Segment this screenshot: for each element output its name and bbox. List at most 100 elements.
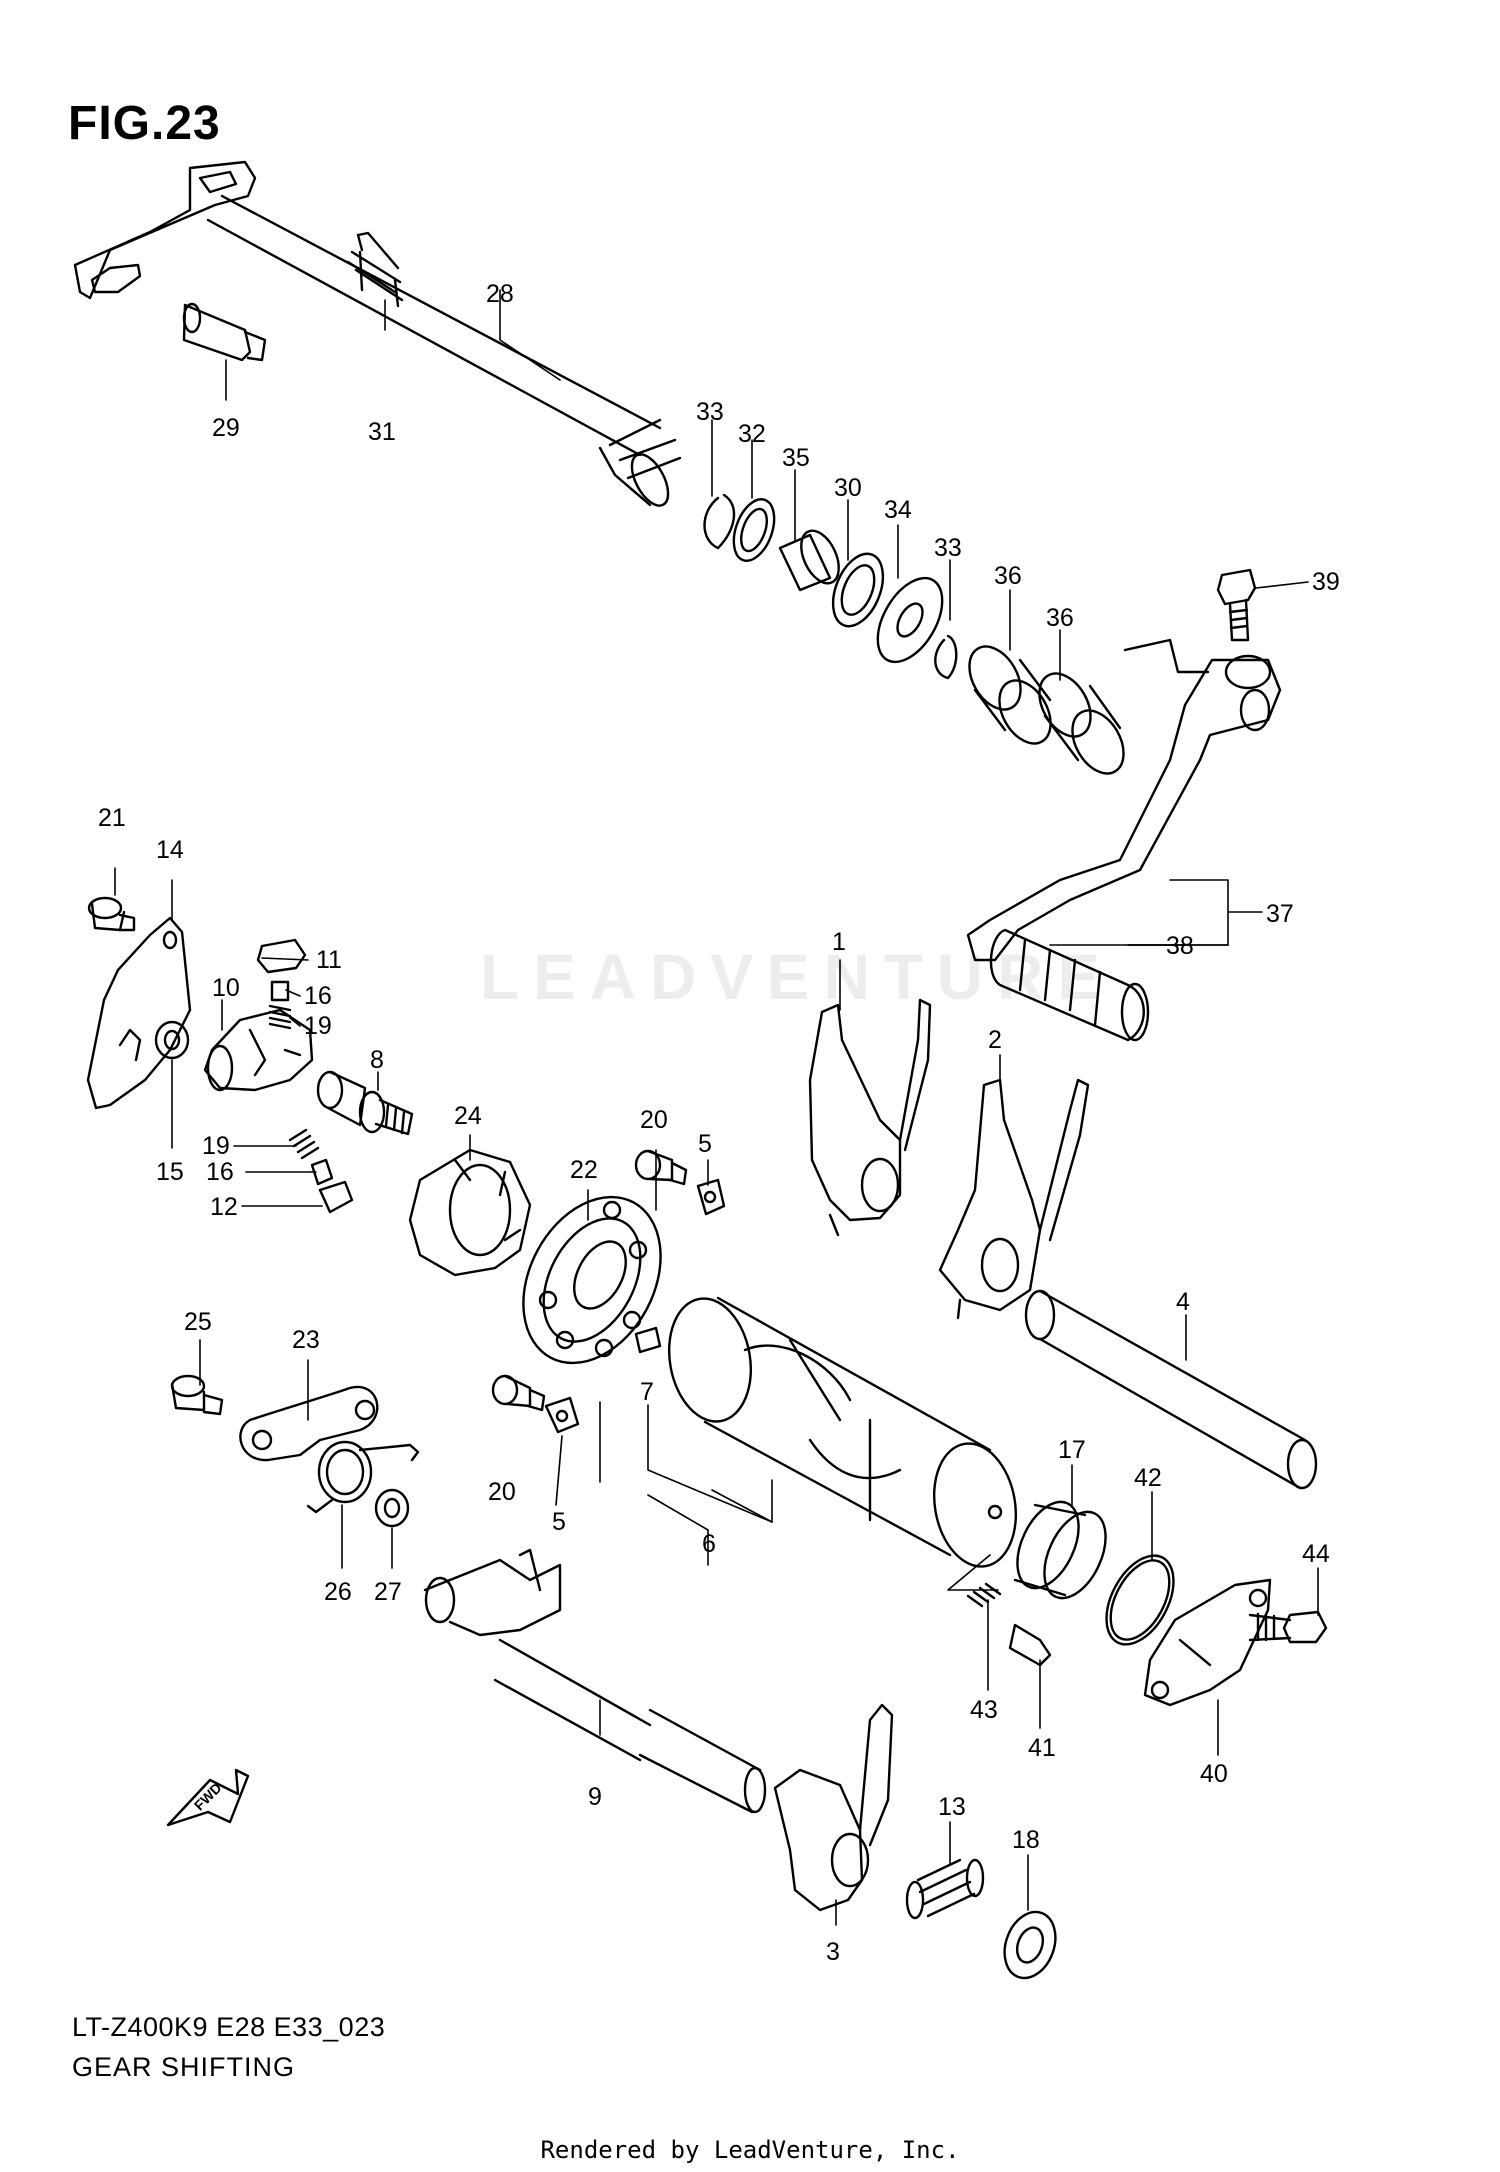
- part-pawl-11[interactable]: [256, 938, 307, 974]
- part-stopper-10[interactable]: [203, 1008, 314, 1092]
- part-washer-27[interactable]: [374, 1488, 410, 1528]
- part-spring-13[interactable]: [905, 1858, 985, 1920]
- fwd-direction-arrow: [166, 1768, 250, 1827]
- callout-31: 31: [368, 418, 396, 446]
- callout-16b: 16: [206, 1158, 234, 1186]
- part-bolt-21[interactable]: [87, 896, 136, 932]
- callout-37: 37: [1266, 900, 1294, 928]
- callout-24: 24: [454, 1102, 482, 1130]
- part-shift-shaft[interactable]: [73, 160, 682, 511]
- part-fork-shaft-4[interactable]: [1024, 1289, 1318, 1490]
- callout-18: 18: [1012, 1826, 1040, 1854]
- part-screw-20a[interactable]: [634, 1149, 688, 1186]
- part-shift-drum-6[interactable]: [660, 1292, 1025, 1573]
- callout-34: 34: [884, 496, 912, 524]
- callout-27: 27: [374, 1578, 402, 1606]
- callout-30: 30: [834, 474, 862, 502]
- part-cover-40[interactable]: [1143, 1578, 1272, 1707]
- callout-42: 42: [1134, 1464, 1162, 1492]
- figure-title: FIG.23: [68, 97, 221, 150]
- part-pawl-12[interactable]: [318, 1180, 354, 1214]
- callout-26: 26: [324, 1578, 352, 1606]
- callout-25: 25: [184, 1308, 212, 1336]
- part-bearing-17[interactable]: [1005, 1492, 1118, 1607]
- callout-38: 38: [1166, 932, 1194, 960]
- part-gear-shift-shaft-9[interactable]: [423, 1548, 767, 1814]
- part-pin-7[interactable]: [634, 1326, 662, 1354]
- callout-40: 40: [1200, 1760, 1228, 1788]
- part-bolt-44[interactable]: [1248, 1610, 1328, 1644]
- part-screw-20b[interactable]: [491, 1374, 546, 1412]
- callout-39: 39: [1312, 568, 1340, 596]
- part-washer-34[interactable]: [864, 567, 955, 673]
- model-code: LT-Z400K9 E28 E33_023: [72, 2012, 386, 2042]
- part-pin-8[interactable]: [316, 1070, 414, 1136]
- callout-36a: 36: [994, 562, 1022, 590]
- part-pin-16b[interactable]: [310, 1158, 334, 1186]
- part-lever-rubber-38[interactable]: [989, 928, 1150, 1042]
- callout-10: 10: [212, 974, 240, 1002]
- part-washer-32[interactable]: [726, 494, 782, 566]
- callout-13: 13: [938, 1793, 966, 1821]
- callout-19a: 19: [304, 1012, 332, 1040]
- part-pin-29[interactable]: [182, 302, 267, 362]
- callout-5b: 5: [552, 1508, 566, 1536]
- callout-5a: 5: [698, 1130, 712, 1158]
- callout-4: 4: [1176, 1288, 1190, 1316]
- part-shift-fork-2[interactable]: [938, 1078, 1090, 1320]
- part-spring-19a[interactable]: [268, 1004, 292, 1030]
- callout-21: 21: [98, 804, 126, 832]
- callout-19b: 19: [202, 1132, 230, 1160]
- part-bearing-22[interactable]: [496, 1173, 688, 1387]
- callout-numbers: 1 2 3 4 5 5 6 7 8 9 10 11 12 13 14 15 16…: [98, 280, 1340, 1966]
- callout-1: 1: [832, 928, 846, 956]
- part-seal-18[interactable]: [996, 1905, 1064, 1985]
- callout-23: 23: [292, 1326, 320, 1354]
- callout-11: 11: [316, 946, 342, 974]
- part-spring-19b[interactable]: [288, 1128, 320, 1160]
- callout-22: 22: [570, 1156, 598, 1184]
- callout-29: 29: [212, 414, 240, 442]
- part-o-ring-42[interactable]: [1093, 1544, 1188, 1655]
- part-shift-arm-23[interactable]: [239, 1385, 379, 1462]
- part-spring-26[interactable]: [306, 1440, 420, 1514]
- part-bearing-35[interactable]: [778, 525, 846, 592]
- callout-12: 12: [210, 1193, 238, 1221]
- part-shift-fork-1[interactable]: [808, 998, 932, 1237]
- part-shift-cam-24[interactable]: [408, 1148, 532, 1277]
- part-washer-15[interactable]: [154, 1020, 190, 1060]
- callout-17: 17: [1058, 1436, 1086, 1464]
- part-shaft-collar-31[interactable]: [346, 231, 404, 308]
- part-washer-5a[interactable]: [696, 1178, 726, 1216]
- callout-7: 7: [640, 1378, 654, 1406]
- part-shift-fork-3[interactable]: [773, 1703, 894, 1912]
- callout-20a: 20: [640, 1106, 668, 1134]
- callout-41: 41: [1028, 1734, 1056, 1762]
- callout-3: 3: [826, 1938, 840, 1966]
- part-cam-stopper-plate-14[interactable]: [86, 916, 192, 1110]
- part-bolt-39[interactable]: [1216, 568, 1257, 642]
- part-seal-30[interactable]: [823, 547, 892, 634]
- leader-lines: [114, 289, 1319, 1926]
- part-spring-43[interactable]: [966, 1582, 1002, 1608]
- part-circlip-33a[interactable]: [703, 493, 736, 550]
- part-bushing-36b[interactable]: [1029, 665, 1134, 783]
- part-washer-5b[interactable]: [544, 1396, 580, 1434]
- section-name: GEAR SHIFTING: [72, 2052, 296, 2082]
- callout-33a: 33: [696, 398, 724, 426]
- render-credit: Rendered by LeadVenture, Inc.: [540, 2136, 960, 2164]
- part-pin-16a[interactable]: [270, 980, 290, 1002]
- callout-43: 43: [970, 1696, 998, 1724]
- part-circlip-33b[interactable]: [934, 634, 958, 680]
- callout-6: 6: [702, 1530, 716, 1558]
- callout-35: 35: [782, 444, 810, 472]
- callout-14: 14: [156, 836, 184, 864]
- part-shift-lever-37[interactable]: [966, 638, 1282, 962]
- part-bushing-36a[interactable]: [959, 638, 1061, 753]
- callout-15: 15: [156, 1158, 184, 1186]
- part-pin-41[interactable]: [1008, 1623, 1052, 1667]
- watermark: LEADVENTURE: [480, 941, 1115, 1013]
- part-bolt-25[interactable]: [170, 1374, 224, 1416]
